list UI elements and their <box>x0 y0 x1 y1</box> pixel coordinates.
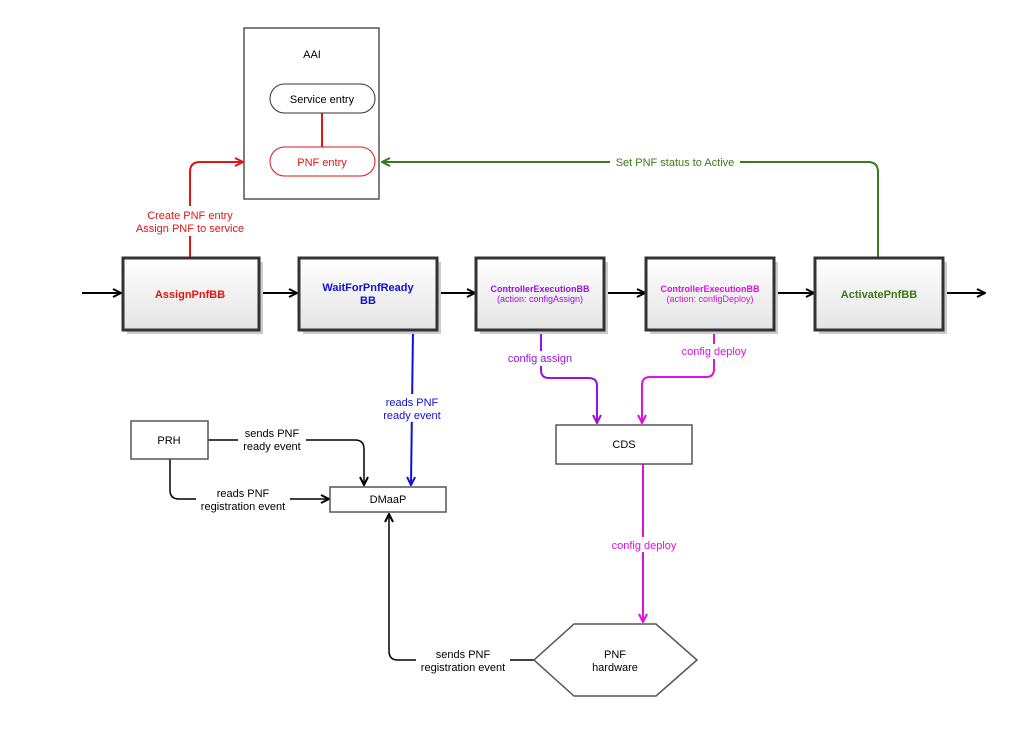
dmaap-node: DMaaP <box>329 486 447 513</box>
ctrl-assign-title: ControllerExecutionBB <box>490 284 590 294</box>
reads-ready-label-1: reads PNF <box>386 397 439 409</box>
block-assign-pnf-label: AssignPnfBB <box>155 289 225 301</box>
hw-sends-label-2: registration event <box>421 662 505 674</box>
create-pnf-edge: Create PNF entry Assign PNF to service <box>130 162 250 257</box>
prh-reads-edge: reads PNF registration event <box>169 459 328 513</box>
reads-ready-label-2: ready event <box>383 410 440 422</box>
prh-reads-label-1: reads PNF <box>217 488 270 500</box>
hw-sends-label-1: sends PNF <box>436 649 491 661</box>
pnf-entry-node <box>269 146 376 177</box>
ctrl-deploy-title: ControllerExecutionBB <box>660 284 760 294</box>
prh-reads-label-2: registration event <box>201 501 285 513</box>
create-pnf-label-2: Assign PNF to service <box>136 223 244 235</box>
block-wait-label-2: BB <box>360 295 376 307</box>
service-entry-label: Service entry <box>290 94 355 106</box>
block-wait-for-pnf-ready: WaitForPnfReady BB <box>297 256 441 334</box>
create-pnf-label-1: Create PNF entry <box>147 210 233 222</box>
config-assign-edge: config assign <box>502 330 597 422</box>
prh-sends-label-1: sends PNF <box>245 428 300 440</box>
config-deploy-edge: config deploy <box>642 330 752 422</box>
block-activate-label: ActivatePnfBB <box>841 289 917 301</box>
hw-sends-edge: sends PNF registration event <box>389 515 534 674</box>
aai-container: AAI Service entry PNF entry <box>243 27 380 200</box>
block-wait-label-1: WaitForPnfReady <box>322 282 414 294</box>
ctrl-deploy-action: (action: configDeploy) <box>666 294 753 304</box>
block-activate-pnf: ActivatePnfBB <box>813 256 947 334</box>
cds-to-hardware-edge: config deploy <box>606 464 682 621</box>
prh-sends-label-2: ready event <box>243 441 300 453</box>
config-deploy-top-label: config deploy <box>682 346 747 358</box>
prh-sends-edge: sends PNF ready event <box>208 426 364 484</box>
ctrl-assign-action: (action: configAssign) <box>497 294 583 304</box>
pnf-hardware-label-1: PNF <box>604 649 626 661</box>
pnf-hardware-node: PNF hardware <box>532 623 699 697</box>
set-status-label: Set PNF status to Active <box>616 157 735 169</box>
service-entry-node <box>269 83 376 114</box>
dmaap-label: DMaaP <box>370 494 407 506</box>
block-controller-config-deploy: ControllerExecutionBB (action: configDep… <box>644 256 778 334</box>
config-deploy-bottom-label: config deploy <box>612 540 677 552</box>
config-assign-label: config assign <box>508 353 572 365</box>
cds-label: CDS <box>612 439 635 451</box>
aai-title: AAI <box>303 49 321 61</box>
pnf-entry-label: PNF entry <box>297 157 347 169</box>
set-status-edge: Set PNF status to Active <box>383 155 879 257</box>
block-controller-config-assign: ControllerExecutionBB (action: configAss… <box>474 256 608 334</box>
cds-node: CDS <box>555 424 693 465</box>
reads-ready-edge: reads PNF ready event <box>378 329 448 484</box>
prh-label: PRH <box>157 435 180 447</box>
pnf-hardware-label-2: hardware <box>592 662 638 674</box>
prh-node: PRH <box>130 420 209 460</box>
block-assign-pnf: AssignPnfBB <box>121 256 263 334</box>
